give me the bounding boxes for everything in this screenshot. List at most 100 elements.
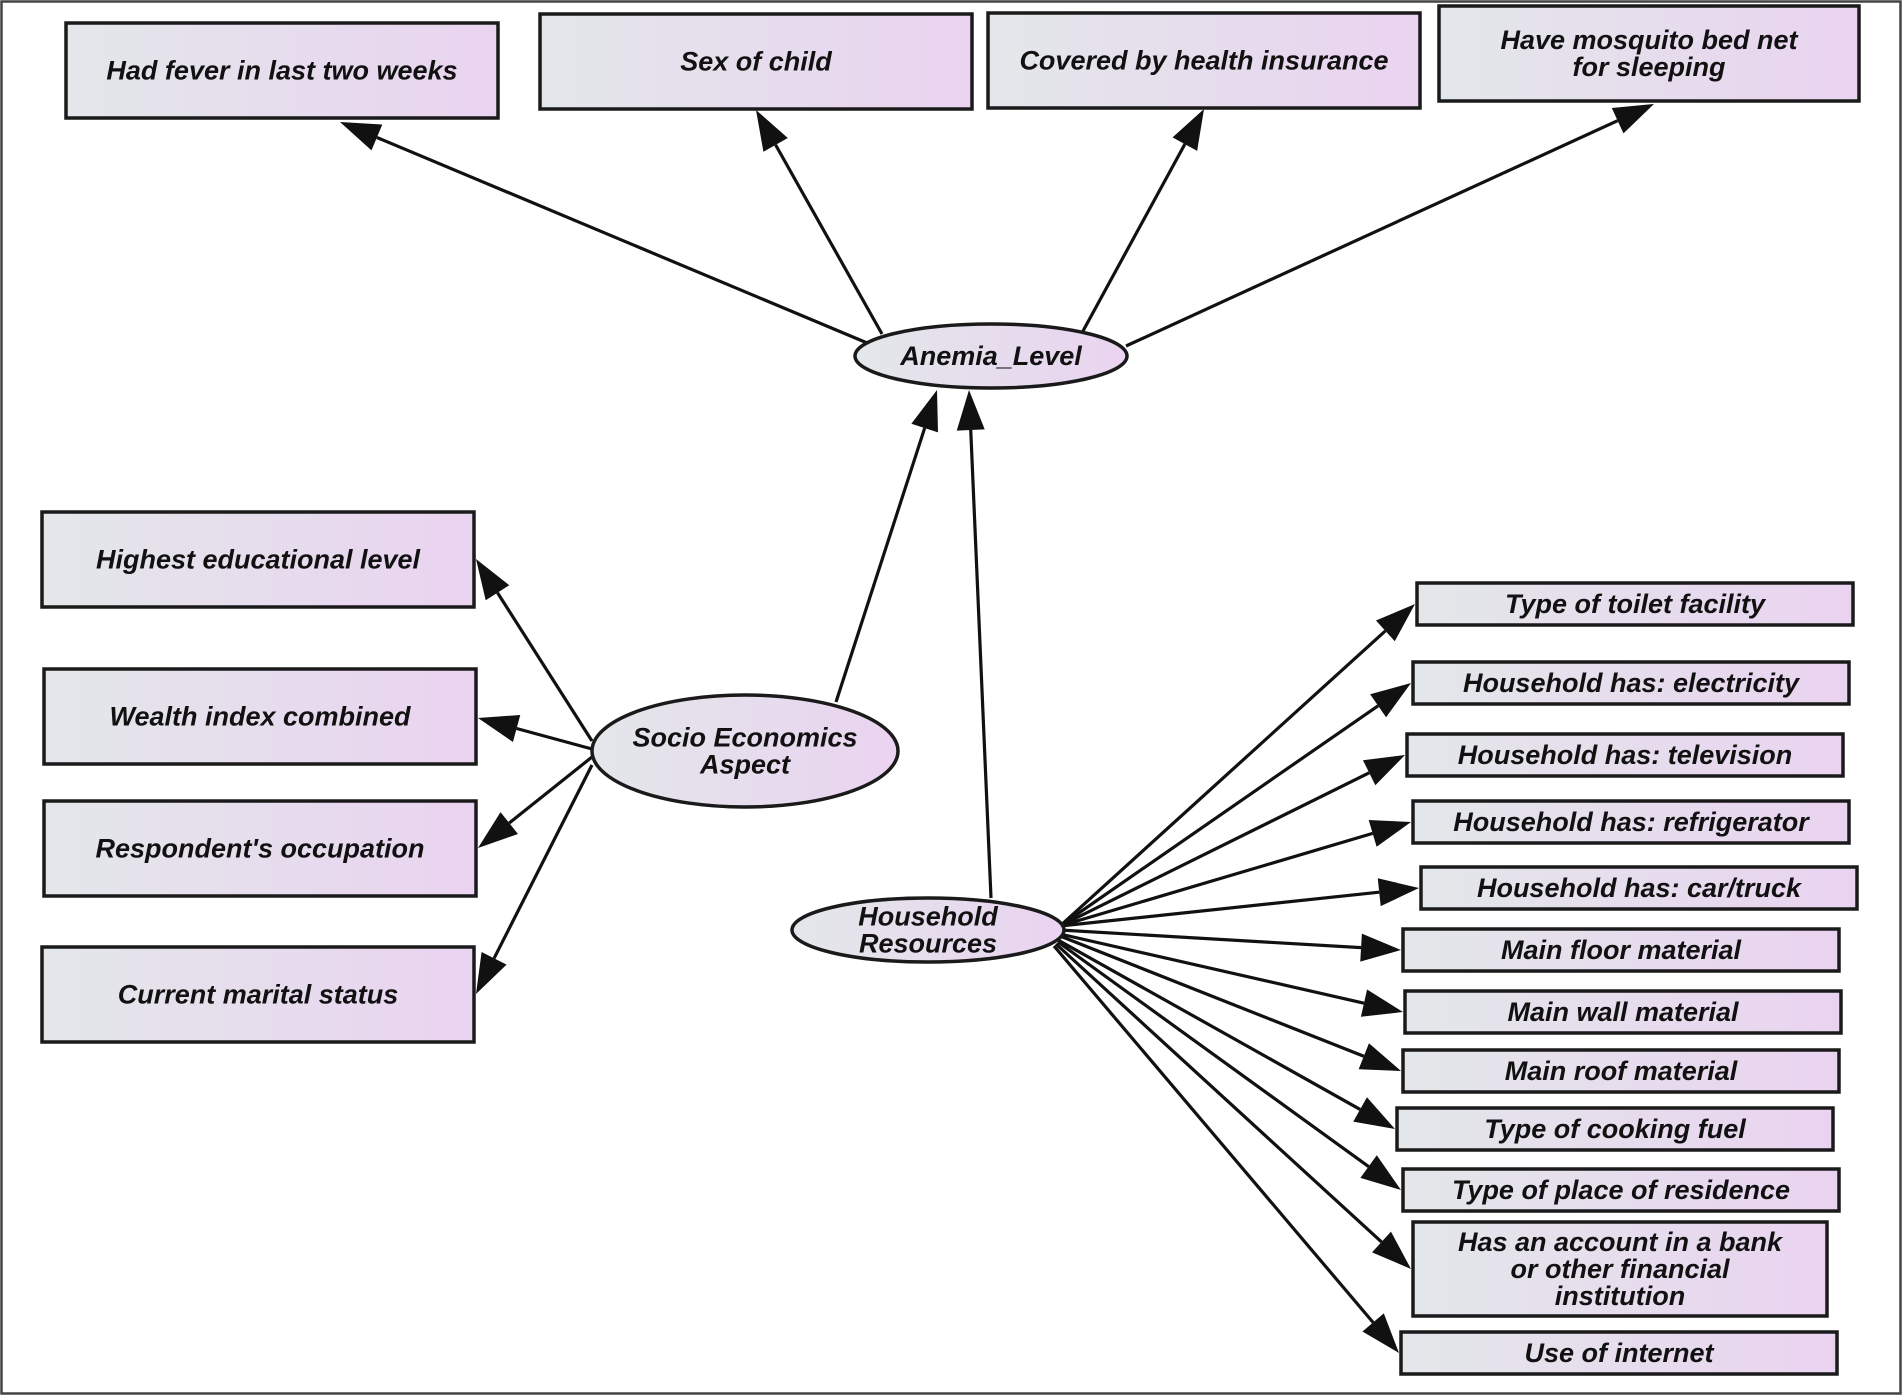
node-label-floor: Main floor material (1501, 935, 1742, 965)
arrowhead-anemia-to-mosquito (1611, 104, 1654, 134)
arrowhead-anemia-to-sex (756, 110, 788, 152)
arrowhead-household-to-roof (1358, 1043, 1401, 1071)
node-box-fuel (1395, 1106, 1835, 1152)
node-label-line: Aspect (699, 750, 791, 780)
edge-household-to-floor (1059, 928, 1362, 950)
arrowhead-household-to-wall (1360, 989, 1403, 1017)
node-label-toilet: Type of toilet facility (1505, 589, 1767, 619)
node-label-line: Household has: television (1458, 740, 1793, 770)
node-box-toilet (1415, 581, 1855, 627)
node-ellipse-socio (590, 693, 900, 809)
node-box-floor (1401, 927, 1841, 973)
arrowhead-socio-to-education (476, 559, 510, 601)
edge-socio-to-marital (492, 764, 594, 960)
edge-household-to-car (1059, 890, 1380, 928)
edges-layer (340, 104, 1654, 1353)
node-label-line: or other financial (1510, 1254, 1730, 1284)
node-label-line: Type of toilet facility (1505, 589, 1767, 619)
edge-socio-to-anemia (834, 427, 927, 703)
node-box-insurance (986, 11, 1422, 110)
node-label-residence: Type of place of residence (1452, 1175, 1790, 1205)
node-internet: Use of internet (1399, 1330, 1839, 1376)
arrowhead-anemia-to-insurance (1172, 109, 1204, 151)
node-box-wealth (42, 667, 478, 766)
node-wealth: Wealth index combined (42, 667, 478, 766)
edge-anemia-to-fever (376, 135, 873, 347)
edge-household-to-anemia (969, 429, 993, 899)
edge-household-to-bank (1054, 942, 1383, 1244)
node-label-line: Resources (859, 929, 997, 959)
node-box-television (1405, 732, 1845, 778)
arrowhead-household-to-car (1377, 878, 1419, 907)
node-label-line: Main roof material (1505, 1056, 1738, 1086)
node-label-television: Household has: television (1458, 740, 1793, 770)
node-label-line: Had fever in last two weeks (106, 56, 457, 86)
edge-household-to-wall (1059, 932, 1365, 1005)
node-label-line: institution (1555, 1281, 1685, 1311)
node-car: Household has: car/truck (1419, 865, 1859, 911)
node-insurance: Covered by health insurance (986, 11, 1422, 110)
arrowhead-socio-to-anemia (911, 390, 939, 433)
edge-anemia-to-mosquito (1125, 119, 1619, 348)
node-box-wall (1403, 989, 1843, 1035)
node-label-roof: Main roof material (1505, 1056, 1738, 1086)
edge-socio-to-wealth (516, 726, 593, 751)
node-label-line: Household has: electricity (1463, 668, 1801, 698)
arrowhead-socio-to-occupation (478, 812, 518, 848)
node-roof: Main roof material (1401, 1048, 1841, 1094)
edge-household-to-television (1059, 771, 1370, 928)
node-electricity: Household has: electricity (1411, 660, 1851, 706)
node-box-mosquito (1437, 4, 1861, 103)
node-label-sex: Sex of child (680, 47, 832, 77)
node-label-line: Household (858, 902, 998, 932)
node-label-anemia: Anemia_Level (899, 341, 1082, 371)
node-label-education: Highest educational level (96, 545, 421, 575)
node-box-education (40, 510, 476, 609)
node-label-fuel: Type of cooking fuel (1484, 1114, 1746, 1144)
edge-anemia-to-sex (774, 144, 884, 335)
node-ellipse-anemia (853, 322, 1129, 390)
node-residence: Type of place of residence (1401, 1167, 1841, 1213)
node-box-roof (1401, 1048, 1841, 1094)
node-label-line: Sex of child (680, 47, 832, 77)
node-label-marital: Current marital status (118, 980, 399, 1010)
arrowhead-household-to-floor (1360, 933, 1401, 962)
arrowhead-household-to-anemia (956, 390, 985, 431)
node-anemia: Anemia_Level (853, 322, 1129, 390)
node-box-internet (1399, 1330, 1839, 1376)
node-label-line: Anemia_Level (899, 341, 1082, 371)
node-label-line: for sleeping (1572, 52, 1726, 82)
edge-socio-to-occupation (508, 755, 593, 825)
node-label-line: Highest educational level (96, 545, 421, 575)
node-fever: Had fever in last two weeks (64, 21, 500, 120)
node-label-fever: Had fever in last two weeks (106, 56, 457, 86)
arrowhead-household-to-fuel (1353, 1097, 1395, 1129)
node-refrigerator: Household has: refrigerator (1411, 799, 1851, 845)
edge-household-to-roof (1059, 934, 1365, 1058)
node-box-car (1419, 865, 1859, 911)
node-label-line: Household has: refrigerator (1453, 807, 1810, 837)
node-label-car: Household has: car/truck (1477, 873, 1803, 903)
arrowhead-household-to-toilet (1375, 604, 1415, 642)
node-label-line: Type of place of residence (1452, 1175, 1790, 1205)
node-label-line: Has an account in a bank (1458, 1227, 1784, 1257)
edge-household-to-internet (1052, 944, 1375, 1324)
edge-socio-to-education (496, 591, 594, 742)
arrowhead-anemia-to-fever (340, 122, 383, 151)
arrowhead-socio-to-marital (476, 951, 507, 994)
node-box-marital (40, 945, 476, 1044)
node-label-line: Use of internet (1524, 1338, 1714, 1368)
edge-household-to-toilet (1058, 629, 1387, 928)
node-label-wealth: Wealth index combined (109, 702, 411, 732)
edge-household-to-refrigerator (1059, 831, 1374, 928)
node-education: Highest educational level (40, 510, 476, 609)
